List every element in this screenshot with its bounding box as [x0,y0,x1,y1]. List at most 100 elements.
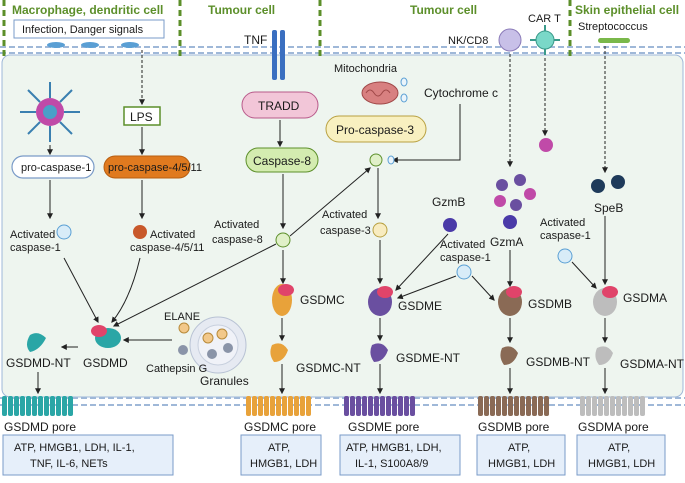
granules-label: Granules [200,374,249,388]
cytochrome-c-label: Cytochrome c [424,86,498,100]
gsdmb-pore-icon [478,396,549,416]
pores-layer [2,396,645,416]
activated-caspase-4511-l2: caspase-4/5/11 [130,242,204,254]
gsdma-output-box: ATP, HMGB1, LDH [576,434,666,476]
gzma-label: GzmA [490,235,523,249]
top-membrane [0,46,685,54]
gsdmb-label: GSDMB [528,297,572,311]
nkcd8-label: NK/CD8 [448,35,488,47]
streptococcus-label: Streptococcus [578,21,648,33]
gsdmd-output-l2: TNF, IL-6, NETs [30,458,108,470]
gsdmb-output-box: ATP, HMGB1, LDH [476,434,566,476]
tradd-box [241,91,319,119]
infection-label: Infection, Danger signals [22,24,144,36]
gsdma-protein-icon [593,286,618,316]
gsdme-label: GSDME [398,299,442,313]
gsdme-output-l1: ATP, HMGB1, LDH, [346,442,442,454]
gsdmb-pore-label: GSDMB pore [478,420,550,434]
activated-caspase-4511-l1: Activated [150,229,195,241]
gsdmc-output-box: ATP, HMGB1, LDH [240,434,322,476]
activated-caspase-1-mid-l1: Activated [440,239,485,251]
gsdmd-nt-label: GSDMD-NT [6,356,71,370]
pro-caspase-4511-label: pro-caspase-4/5/11 [108,162,202,174]
mitochondria-icon [361,77,408,105]
activated-caspase-1-left-l1: Activated [10,229,55,241]
pro-caspase-4511-box [103,155,191,179]
gsdmc-label: GSDMC [300,293,345,307]
pro-caspase-1-label: pro-caspase-1 [21,162,91,174]
gsdma-output-l2: HMGB1, LDH [588,458,655,470]
streptococcus-icon [598,38,630,43]
gsdma-pore-icon [580,396,645,416]
lps-box [123,106,161,126]
granules-icon [178,316,247,374]
cart-cell-icon [530,25,560,55]
gsdmd-output-l1: ATP, HMGB1, LDH, IL-1, [14,442,135,454]
gsdme-output-box: ATP, HMGB1, LDH, IL-1, S100A8/9 [339,434,461,476]
gsdmc-protein-icon [272,284,294,316]
gsdmd-nt-icon [27,333,46,352]
cart-granzyme-icon [539,138,553,152]
tnf-label: TNF [244,33,267,47]
speb-icon [591,175,625,193]
cathepsin-g-label: Cathepsin G [146,363,207,375]
bottom-membrane [0,397,685,406]
tnf-receptor-icon [272,30,285,80]
granzyme-cluster-icon [494,174,536,211]
gsdmd-protein-icon [91,325,121,348]
gsdma-nt-label: GSDMA-NT [620,357,685,371]
gsdmc-pore-label: GSDMC pore [244,420,316,434]
infection-box [13,19,165,39]
header-tumour-2: Tumour cell [410,3,477,17]
gsdme-nt-label: GSDME-NT [396,351,461,365]
gsdmd-label: GSDMD [83,356,128,370]
gsdmc-nt-icon [270,343,288,362]
gsdmb-nt-icon [500,346,518,365]
activated-caspase-3-l2: caspase-3 [320,225,371,237]
gsdmd-output-box: ATP, HMGB1, LDH, IL-1, TNF, IL-6, NETs [2,434,174,476]
bacteria-icon [47,42,139,48]
activated-caspase-3-l1: Activated [322,209,367,221]
caspase-8-label: Caspase-8 [253,154,311,168]
caspase-1-left-icon [56,224,72,240]
caspase-4511-icon [133,225,147,239]
gsdma-pore-label: GSDMA pore [578,420,649,434]
activated-caspase-1-left-l2: caspase-1 [10,242,61,254]
speb-label: SpeB [594,201,623,215]
pro-caspase-1-box [11,155,95,179]
header-tumour-1: Tumour cell [208,3,275,17]
gsdmc-output-l2: HMGB1, LDH [250,458,317,470]
pro-caspase-3-box [325,115,427,143]
gsdma-output-l1: ATP, [608,442,630,454]
gsdmc-pore-icon [246,396,311,416]
caspase-1-right-icon [557,248,573,264]
mitochondria-label: Mitochondria [334,63,398,75]
activated-caspase-1-mid-l2: caspase-1 [440,252,491,264]
cart-label: CAR T [528,13,561,25]
gsdmb-output-l1: ATP, [508,442,530,454]
activated-caspase-1-right-l2: caspase-1 [540,230,591,242]
gsdmb-protein-icon [498,286,522,316]
pro-caspase-3-label: Pro-caspase-3 [336,123,414,137]
gzma-icon [503,215,517,229]
gzmb-icon [443,218,457,232]
gsdmb-output-l2: HMGB1, LDH [488,458,555,470]
inflammasome-icon [20,82,80,142]
caspase-3-inter-icon [369,153,383,167]
gsdmd-pore-label: GSDMD pore [4,420,76,434]
caspase-8-active-icon [275,232,291,248]
nkcd8-cell-icon [498,28,522,52]
gsdma-label: GSDMA [623,291,667,305]
gsdme-nt-icon [370,343,388,362]
gsdme-output-l2: IL-1, S100A8/9 [355,458,428,470]
gsdme-pore-label: GSDME pore [348,420,420,434]
gsdme-pore-icon [344,396,415,416]
activated-caspase-8-l1: Activated [214,219,259,231]
caspase-8-box [245,147,319,173]
header-skin: Skin epithelial cell [575,3,679,17]
activated-caspase-8-l2: caspase-8 [212,234,263,246]
caspase-3-active-icon [372,222,388,238]
gsdmc-nt-label: GSDMC-NT [296,361,361,375]
gsdme-protein-icon [368,286,393,316]
